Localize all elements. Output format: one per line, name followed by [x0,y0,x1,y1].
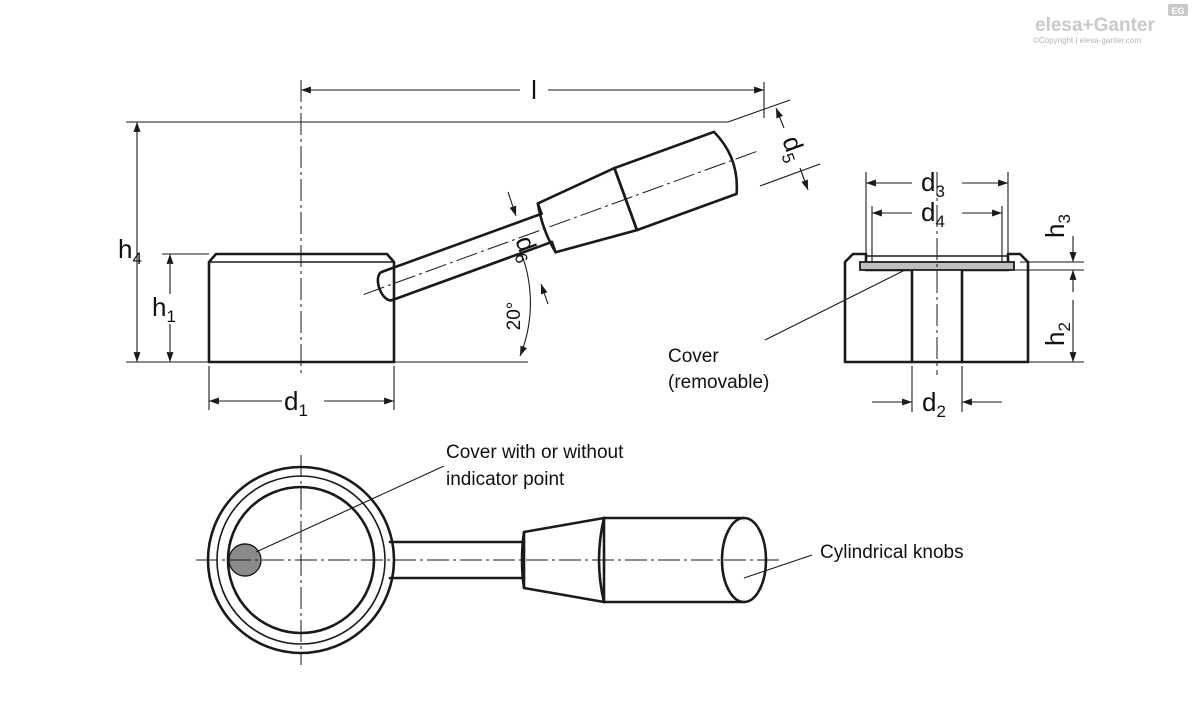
knobs-leader [743,554,813,579]
brand-badge-icon [1168,4,1188,16]
brand-logo: elesa+Ganter EG ©Copyright | elesa-gante… [1033,4,1188,45]
cover-leader [764,269,906,341]
side-view: l h4 h1 d1 20° d6 d5 [118,75,821,420]
label-h4: h4 [118,234,142,268]
label-d6: d6 [506,232,546,266]
lever-centerline [363,150,759,296]
section-view: d3 d4 d2 h3 h2 Cover (removable) [668,167,1084,421]
dim-d6-bottom [540,283,549,305]
label-d1: d1 [284,386,308,420]
dim-d5-bottom [799,167,809,191]
label-d2: d2 [922,387,946,421]
top-view: Cover with or without indicator point Cy… [196,442,964,665]
rod-top [380,212,543,274]
dim-d5-top [775,107,785,129]
callout-cover-line2: (removable) [668,372,769,393]
callout-indicator-line1: Cover with or without [446,442,624,463]
lever-arm [363,130,759,302]
callout-cover-line1: Cover [668,346,719,367]
indicator-leader [255,465,445,553]
label-h1: h1 [152,292,176,326]
knob-cylinder [613,130,739,232]
brand-copyright: ©Copyright | elesa-ganter.com [1033,36,1141,45]
label-d5: d5 [773,132,813,166]
ext-d5-bottom [759,163,821,187]
label-l: l [531,75,537,105]
dim-d6-top [507,191,517,217]
callout-indicator-line2: indicator point [446,469,565,490]
dim-angle-arc [519,249,531,357]
label-angle: 20° [504,302,525,331]
h1-label-bg [157,294,181,324]
label-d3: d3 [921,167,945,201]
brand-badge: EG [1171,6,1184,16]
brand-name: elesa+Ganter [1035,15,1155,36]
callout-knobs: Cylindrical knobs [820,542,964,563]
rod-bottom [390,240,554,302]
label-h2: h2 [1040,322,1074,346]
label-d4: d4 [921,197,945,231]
ext-d5-top [727,99,791,123]
label-h3: h3 [1040,214,1074,238]
